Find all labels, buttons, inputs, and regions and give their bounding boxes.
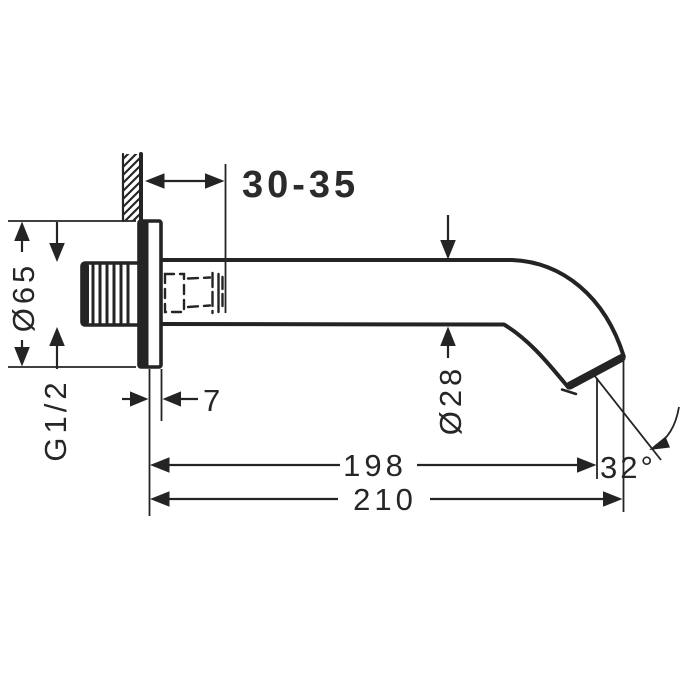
dim-projection-210: 210: [150, 359, 625, 517]
spout-outlet-lip: [560, 388, 578, 396]
dim-depth-arrow-right: [162, 391, 181, 407]
dim-spout-dia-arrow-down: [440, 240, 456, 260]
dim-escutcheon-diameter: Ø65: [6, 220, 136, 368]
dim-210-arrow-right: [603, 491, 623, 507]
dim-depth-arrow-left: [130, 391, 149, 407]
dim-thread-arrow-up: [49, 327, 65, 346]
dim-thread: G1/2: [38, 222, 73, 462]
thread-ribs: [91, 262, 130, 326]
dim-198-arrow-left: [150, 457, 170, 473]
dim-projection-198: 198: [150, 378, 598, 483]
dim-escutcheon-arrow-up: [14, 221, 30, 241]
dim-escutcheon-depth-label: 7: [203, 383, 224, 418]
dim-thread-arrow-down: [49, 243, 65, 262]
dim-wall-depth-label: 30-35: [242, 164, 359, 206]
nipple-end-cap: [81, 263, 89, 325]
dim-total-projection-label: 210: [353, 482, 417, 517]
dim-thread-label: G1/2: [38, 378, 73, 461]
dim-escutcheon-depth: 7: [122, 369, 224, 516]
hidden-connector: [163, 271, 224, 315]
dim-projection-label: 198: [343, 448, 407, 483]
dim-wall-depth-arrow-right: [205, 173, 225, 189]
dim-spout-diameter-label: Ø28: [433, 365, 468, 436]
dim-escutcheon-diameter-label: Ø65: [6, 262, 41, 333]
dim-198-arrow-right: [577, 457, 597, 473]
dim-angle-cut-line: [593, 374, 662, 461]
dim-wall-depth: 30-35: [145, 164, 359, 313]
dim-outlet-angle-label: 32°: [600, 450, 656, 485]
dim-wall-depth-arrow-left: [145, 173, 165, 189]
dim-escutcheon-arrow-down: [14, 347, 30, 367]
dim-spout-diameter: Ø28: [433, 215, 468, 435]
dim-spout-dia-arrow-up: [440, 326, 456, 346]
escutcheon: [137, 219, 163, 369]
thread-nipple: [80, 261, 142, 327]
wall-section: [121, 152, 143, 224]
dim-angle-arrow: [649, 436, 670, 450]
escutcheon-wall-face: [137, 220, 149, 368]
dim-outlet-angle: 32°: [593, 374, 680, 485]
dim-210-arrow-left: [150, 491, 170, 507]
wall-hatch-lines: [124, 154, 140, 221]
spout-outlet-face: [566, 354, 626, 390]
